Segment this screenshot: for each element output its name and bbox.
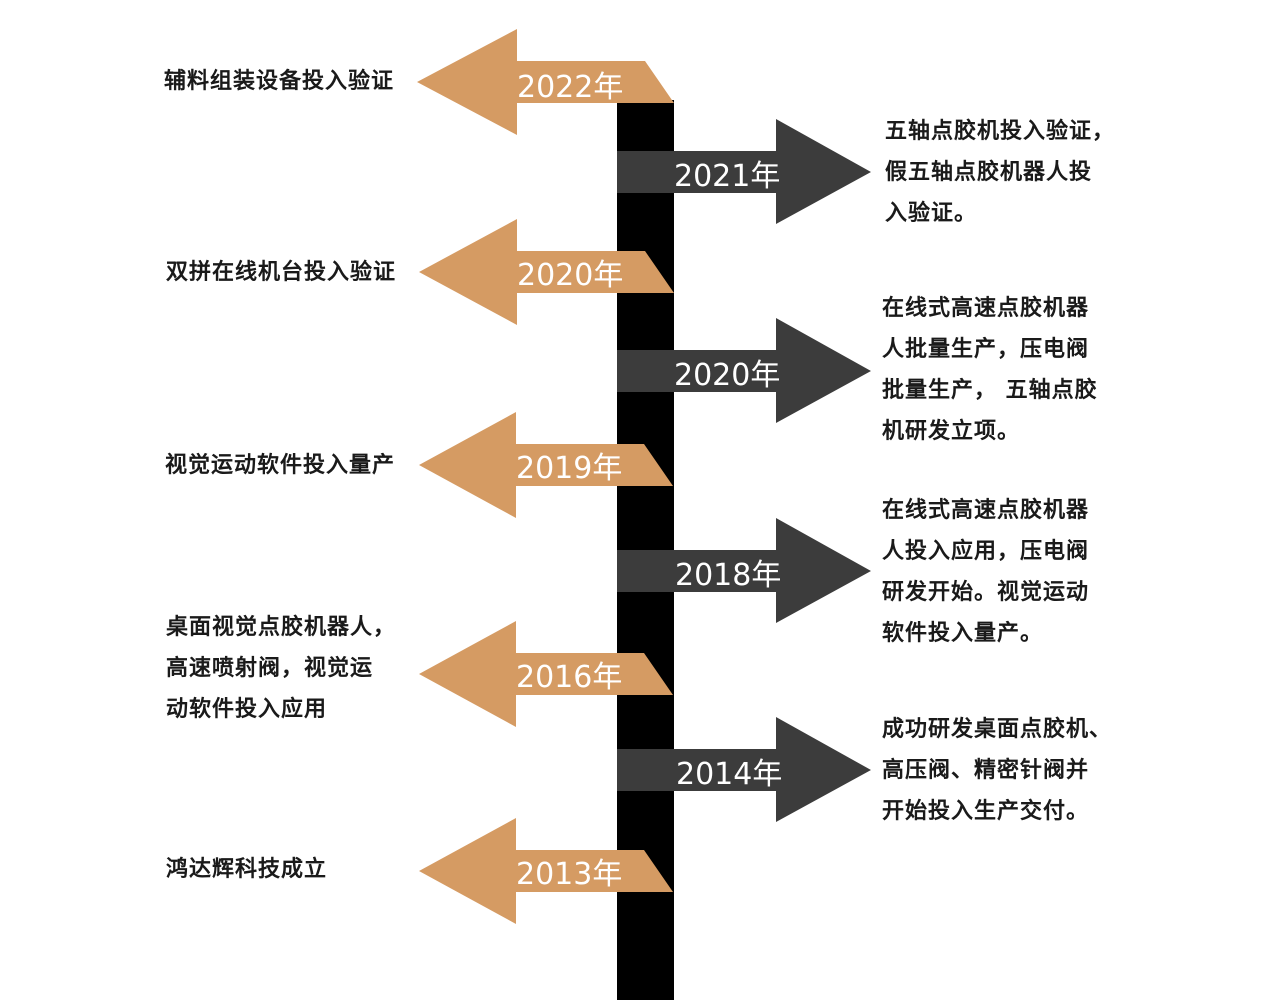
right-event-year: 2014年 — [676, 757, 782, 792]
right-event-arrow-2018: 2018年 — [617, 518, 871, 623]
left-event-text: 双拼在线机台投入验证 — [166, 260, 397, 285]
left-event-text: 视觉运动软件投入量产 — [165, 453, 396, 478]
left-event-arrow-2016: 2016年 — [419, 621, 673, 727]
left-event-text: 辅料组装设备投入验证 — [164, 69, 395, 94]
right-event-text: 在线式高速点胶机器 人批量生产，压电阀 批量生产， 五轴点胶 机研发立项。 — [882, 296, 1098, 444]
left-event-year: 2022年 — [517, 70, 623, 105]
left-event-year: 2016年 — [516, 660, 622, 695]
left-event-arrow-2022: 2022年 — [417, 29, 674, 135]
right-event-text: 五轴点胶机投入验证， 假五轴点胶机器人投 入验证。 — [885, 119, 1116, 226]
right-event-year: 2020年 — [674, 358, 780, 393]
right-event-year: 2018年 — [675, 558, 781, 593]
right-event-text: 在线式高速点胶机器 人投入应用，压电阀 研发开始。视觉运动 软件投入量产。 — [882, 498, 1090, 646]
left-event-arrow-2019: 2019年 — [419, 412, 673, 518]
left-event-text: 桌面视觉点胶机器人， 高速喷射阀，视觉运 动软件投入应用 — [166, 615, 397, 722]
left-event-arrow-2013: 2013年 — [419, 818, 673, 924]
right-event-text: 成功研发桌面点胶机、 高压阀、精密针阀并 开始投入生产交付。 — [882, 717, 1113, 824]
right-event-arrow-2014: 2014年 — [617, 717, 871, 822]
right-event-year: 2021年 — [674, 159, 780, 194]
left-event-year: 2013年 — [516, 857, 622, 892]
left-event-arrow-2020: 2020年 — [419, 219, 674, 325]
left-event-year: 2019年 — [516, 451, 622, 486]
right-event-arrow-2021: 2021年 — [617, 119, 871, 224]
left-event-year: 2020年 — [517, 258, 623, 293]
right-event-arrow-2020: 2020年 — [617, 318, 871, 423]
left-event-text: 鸿达辉科技成立 — [166, 857, 328, 882]
